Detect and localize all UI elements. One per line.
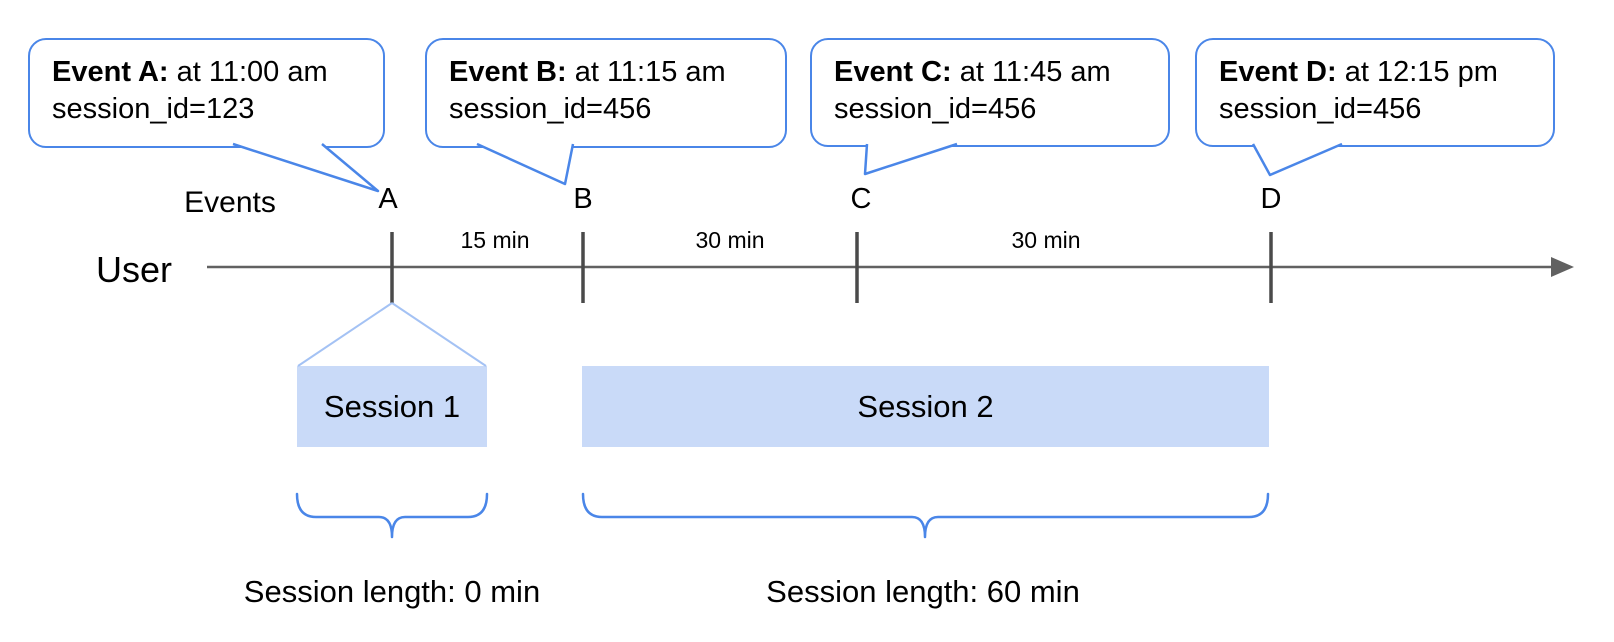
event-d-bubble-time: at 12:15 pm: [1344, 56, 1498, 88]
event-marker-c: C: [850, 183, 872, 215]
events-axis-label: Events: [184, 186, 276, 219]
event-d-bubble-title: Event D:: [1219, 56, 1337, 88]
event-b-bubble: Event B: at 11:15 am session_id=456: [425, 38, 787, 148]
event-d-bubble-tail: [1251, 142, 1343, 177]
event-b-bubble-time: at 11:15 am: [574, 56, 726, 88]
session-2-label: Session 2: [857, 388, 994, 424]
session-1-brace: [295, 492, 489, 539]
event-b-bubble-session-id: session_id=456: [449, 93, 652, 125]
event-a-bubble-line1: Event A: at 11:00 am: [52, 54, 361, 91]
event-a-bubble-title: Event A:: [52, 56, 169, 88]
event-c-bubble-line1: Event C: at 11:45 am: [834, 54, 1146, 91]
event-d-bubble-line1: Event D: at 12:15 pm: [1219, 54, 1531, 91]
user-axis-label: User: [96, 249, 173, 290]
session-1-label: Session 1: [323, 388, 461, 424]
session-2-brace: [581, 492, 1270, 539]
event-a-bubble-time: at 11:00 am: [176, 56, 328, 88]
event-d-bubble-session-id: session_id=456: [1219, 93, 1422, 125]
session-2-box: Session 2: [582, 366, 1269, 447]
interval-label-c-d: 30 min: [1011, 227, 1081, 253]
event-b-bubble-line1: Event B: at 11:15 am: [449, 54, 763, 91]
session-1-box: Session 1: [297, 366, 487, 447]
event-b-bubble-title: Event B:: [449, 56, 567, 88]
timeline-arrowhead-icon: [1551, 257, 1574, 277]
event-d-bubble: Event D: at 12:15 pm session_id=456: [1195, 38, 1555, 147]
interval-label-b-c: 30 min: [695, 227, 765, 253]
event-b-bubble-tail: [476, 142, 575, 186]
event-c-bubble: Event C: at 11:45 am session_id=456: [810, 38, 1170, 147]
event-marker-a: A: [378, 183, 398, 215]
event-c-bubble-tail: [863, 142, 958, 176]
event-marker-b: B: [573, 183, 593, 215]
event-a-bubble-tail: [232, 142, 380, 193]
event-a-bubble: Event A: at 11:00 am session_id=123: [28, 38, 385, 148]
session-1-funnel-lines: [297, 302, 487, 367]
event-c-bubble-title: Event C:: [834, 56, 952, 88]
event-marker-d: D: [1260, 183, 1282, 215]
event-a-bubble-session-id: session_id=123: [52, 93, 255, 125]
session-2-length-label: Session length: 60 min: [766, 574, 1080, 609]
event-c-bubble-session-id: session_id=456: [834, 93, 1037, 125]
event-c-bubble-time: at 11:45 am: [959, 56, 1111, 88]
session-1-length-label: Session length: 0 min: [243, 574, 541, 609]
interval-label-a-b: 15 min: [460, 227, 530, 253]
